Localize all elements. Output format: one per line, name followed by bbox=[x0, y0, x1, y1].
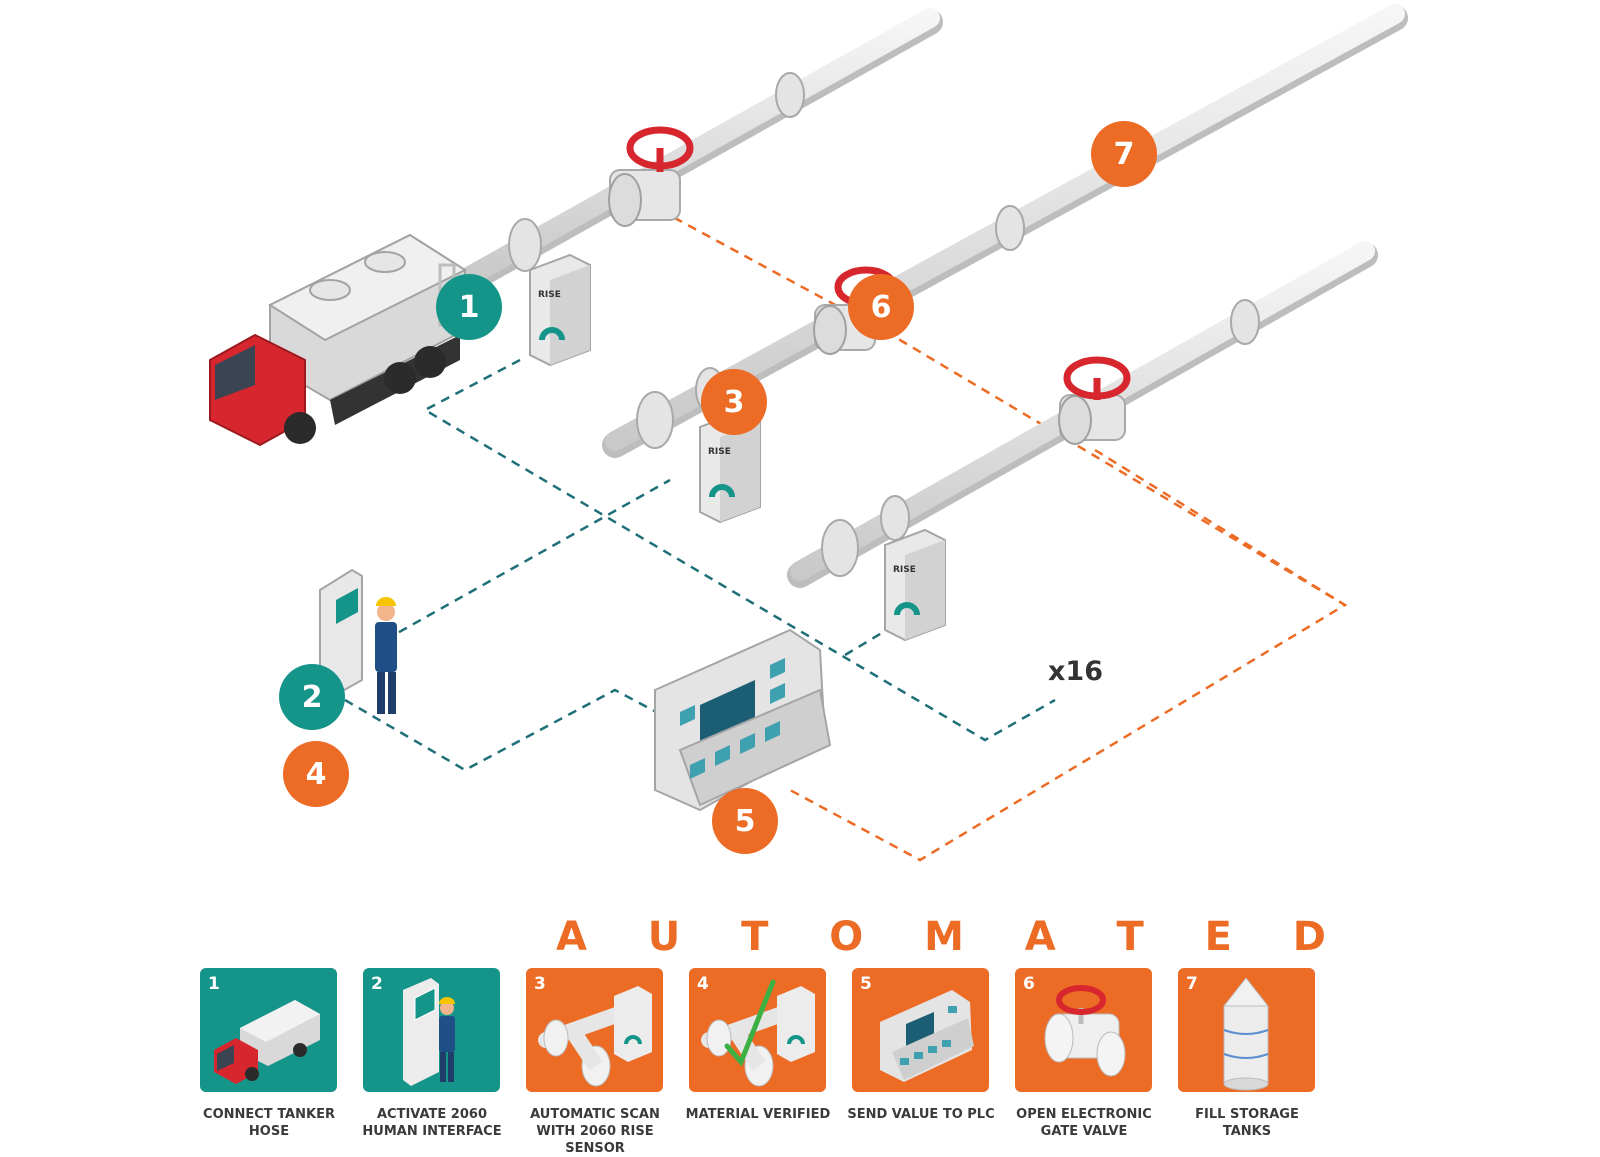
banner-letter: A bbox=[1024, 914, 1056, 960]
step-caption: MATERIAL VERIFIED bbox=[685, 1107, 831, 1122]
step-4: 4 MATERIAL VERIFIED bbox=[686, 968, 830, 1123]
badge-step-5: 5 bbox=[712, 788, 778, 854]
control-console-icon bbox=[654, 628, 832, 812]
step-5: 5 SEND VALUE TO PLC bbox=[847, 968, 995, 1123]
process-diagram: RISE RISE RISE bbox=[209, 4, 1408, 862]
step-number: 1 bbox=[208, 974, 220, 994]
operator-interface-icon bbox=[319, 568, 397, 714]
valve-wheel-icon bbox=[626, 126, 1131, 400]
step-tile: 7 bbox=[1178, 968, 1315, 1092]
badge-step-7: 7 bbox=[1091, 121, 1157, 187]
svg-text:RISE: RISE bbox=[538, 290, 561, 300]
multiplier-label: x16 bbox=[1048, 656, 1103, 687]
banner-letter: E bbox=[1204, 914, 1232, 960]
gate-valve-icon bbox=[1044, 985, 1126, 1077]
badge-step-3: 3 bbox=[701, 369, 767, 435]
badge-step-2: 2 bbox=[279, 664, 345, 730]
banner-letter: M bbox=[924, 914, 964, 960]
verified-check-icon bbox=[701, 979, 815, 1087]
step-number: 2 bbox=[371, 974, 383, 994]
badge-step-6: 6 bbox=[848, 274, 914, 340]
pipe-top bbox=[457, 8, 943, 293]
storage-tank-icon bbox=[1222, 977, 1270, 1091]
step-tile: 1 bbox=[200, 968, 337, 1092]
banner-letter: A bbox=[556, 914, 587, 960]
step-number: 3 bbox=[534, 974, 546, 994]
tanker-truck-icon bbox=[214, 1000, 320, 1084]
banner-letter: O bbox=[829, 914, 864, 960]
step-tile: 6 bbox=[1015, 968, 1152, 1092]
step-tile: 2 bbox=[363, 968, 500, 1092]
pipe-lower bbox=[787, 241, 1378, 588]
banner-letter: T bbox=[1116, 914, 1144, 960]
banner-letter: U bbox=[647, 914, 681, 960]
automated-banner: A U T O M A T E D bbox=[556, 912, 1326, 962]
orange-signal-lines bbox=[659, 208, 1348, 862]
badge-step-4: 4 bbox=[283, 741, 349, 807]
svg-text:RISE: RISE bbox=[708, 447, 731, 457]
step-number: 7 bbox=[1186, 974, 1198, 994]
step-number: 6 bbox=[1023, 974, 1035, 994]
step-caption: SEND VALUE TO PLC bbox=[847, 1107, 995, 1122]
tanker-truck-icon bbox=[209, 233, 468, 447]
step-tile: 3 bbox=[526, 968, 663, 1092]
svg-text:RISE: RISE bbox=[893, 565, 916, 575]
control-console-icon bbox=[880, 990, 974, 1082]
step-tile: 5 bbox=[852, 968, 989, 1092]
badge-step-1: 1 bbox=[436, 274, 502, 340]
step-number: 5 bbox=[860, 974, 872, 994]
step-tile: 4 bbox=[689, 968, 826, 1092]
pipe-sensor-icon bbox=[538, 986, 652, 1087]
rise-sensor-boxes: RISE RISE RISE bbox=[529, 253, 946, 642]
operator-interface-icon bbox=[403, 978, 455, 1086]
banner-letter: T bbox=[741, 914, 769, 960]
step-number: 4 bbox=[697, 974, 709, 994]
banner-letter: D bbox=[1292, 914, 1326, 960]
